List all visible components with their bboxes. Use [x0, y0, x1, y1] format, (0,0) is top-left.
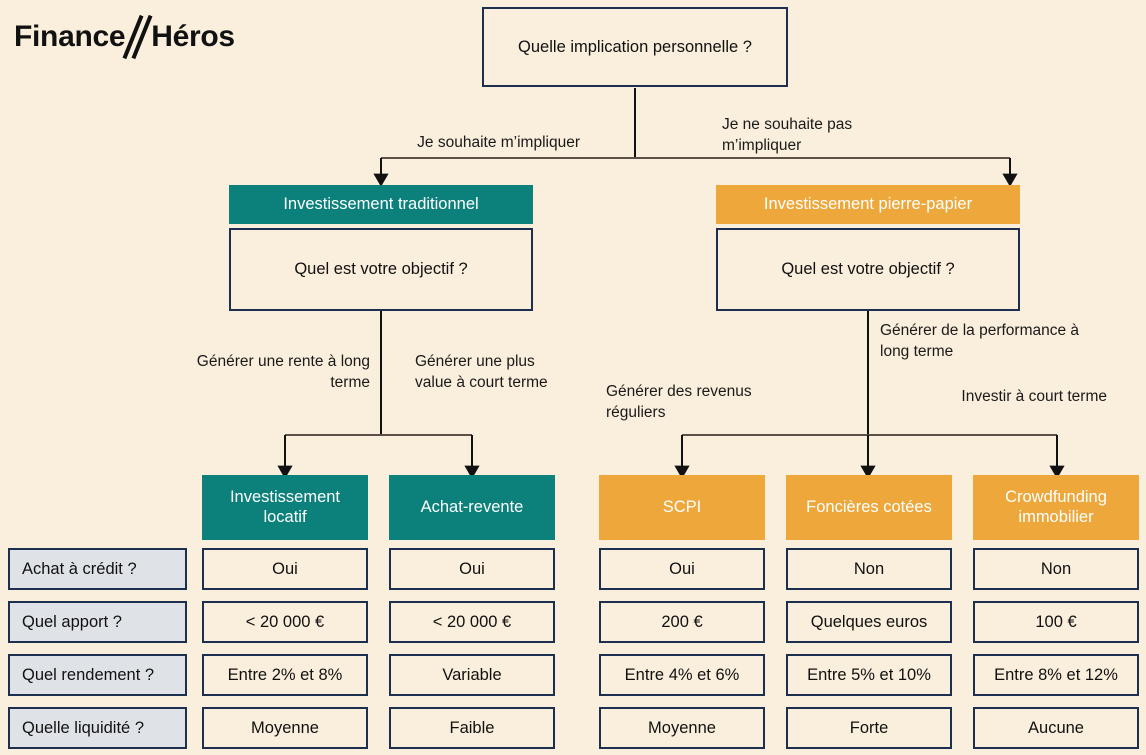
brand-logo: Finance Héros	[14, 14, 235, 60]
edge-label-performance-long-terme: Générer de la performance à long terme	[880, 322, 1080, 360]
edge-label-investir-court-terme: Investir à court terme	[961, 388, 1107, 405]
double-slash-icon	[122, 14, 153, 60]
table-cell[interactable]: 200 €	[599, 601, 765, 643]
table-cell[interactable]: Entre 5% et 10%	[786, 654, 952, 696]
table-cell[interactable]: Oui	[599, 548, 765, 590]
table-cell[interactable]: Non	[786, 548, 952, 590]
edge-label-revenus-reguliers: Générer des revenus réguliers	[606, 383, 752, 421]
leaf-header-achat-revente[interactable]: Achat-revente	[389, 475, 555, 540]
branch-header-traditionnel[interactable]: Investissement traditionnel	[229, 185, 533, 224]
edge-label-pas-implique: Je ne souhaite pas m’impliquer	[722, 116, 853, 154]
branch-question-pierre-papier[interactable]: Quel est votre objectif ?	[716, 228, 1020, 311]
table-row-label-achat-credit[interactable]: Achat à crédit ?	[8, 548, 187, 590]
table-cell[interactable]: 100 €	[973, 601, 1139, 643]
table-cell[interactable]: Entre 4% et 6%	[599, 654, 765, 696]
table-cell[interactable]: Faible	[389, 707, 555, 749]
table-cell[interactable]: Oui	[389, 548, 555, 590]
table-cell[interactable]: Moyenne	[599, 707, 765, 749]
edge-label-rente-long-terme: Générer une rente à long terme	[196, 353, 370, 391]
table-cell[interactable]: Entre 2% et 8%	[202, 654, 368, 696]
table-cell[interactable]: Aucune	[973, 707, 1139, 749]
branch-question-traditionnel[interactable]: Quel est votre objectif ?	[229, 228, 533, 311]
table-row-label-rendement[interactable]: Quel rendement ?	[8, 654, 187, 696]
leaf-header-investissement-locatif[interactable]: Investissement locatif	[202, 475, 368, 540]
table-cell[interactable]: Quelques euros	[786, 601, 952, 643]
table-cell[interactable]: Entre 8% et 12%	[973, 654, 1139, 696]
brand-name-right: Héros	[151, 20, 235, 53]
table-cell[interactable]: < 20 000 €	[389, 601, 555, 643]
table-row-label-apport[interactable]: Quel apport ?	[8, 601, 187, 643]
branch-header-pierre-papier[interactable]: Investissement pierre-papier	[716, 185, 1020, 224]
table-row-label-liquidite[interactable]: Quelle liquidité ?	[8, 707, 187, 749]
brand-name-left: Finance	[14, 20, 126, 53]
leaf-header-scpi[interactable]: SCPI	[599, 475, 765, 540]
table-cell[interactable]: Non	[973, 548, 1139, 590]
leaf-header-foncieres-cotees[interactable]: Foncières cotées	[786, 475, 952, 540]
root-question-box[interactable]: Quelle implication personnelle ?	[482, 7, 788, 87]
root-question-label: Quelle implication personnelle ?	[518, 37, 752, 56]
table-cell[interactable]: Moyenne	[202, 707, 368, 749]
table-cell[interactable]: < 20 000 €	[202, 601, 368, 643]
edge-label-implique: Je souhaite m’impliquer	[417, 134, 580, 151]
table-cell[interactable]: Variable	[389, 654, 555, 696]
table-cell[interactable]: Oui	[202, 548, 368, 590]
table-cell[interactable]: Forte	[786, 707, 952, 749]
edge-label-plus-value-court-terme: Générer une plus value à court terme	[415, 353, 548, 391]
leaf-header-crowdfunding-immobilier[interactable]: Crowdfunding immobilier	[973, 475, 1139, 540]
